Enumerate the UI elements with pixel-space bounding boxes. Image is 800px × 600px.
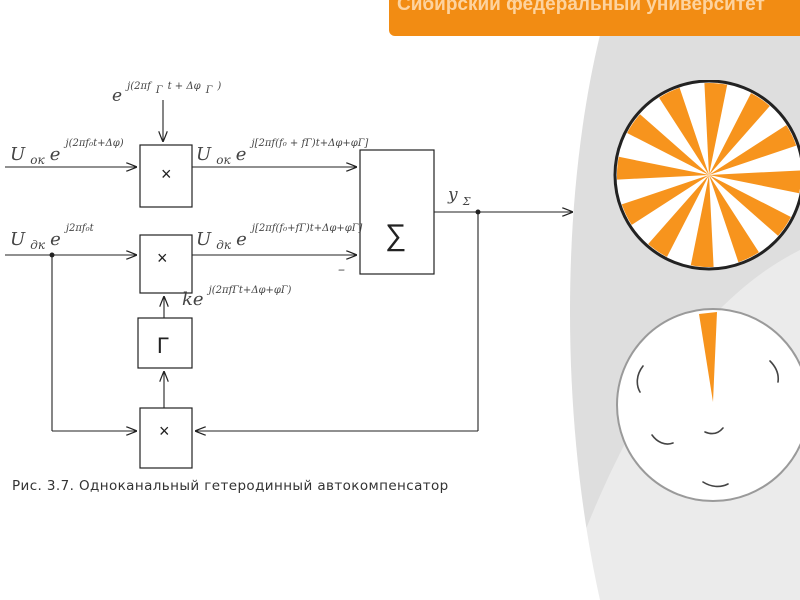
sun-ray bbox=[659, 87, 709, 175]
minus-sign: – bbox=[338, 262, 345, 278]
figure-caption: Рис. 3.7. Одноканальный гетеродинный авт… bbox=[12, 478, 449, 494]
university-header-bar: Сибирский федеральный университет bbox=[389, 0, 800, 36]
sun-ray bbox=[709, 170, 800, 194]
mixer-middle-symbol: × bbox=[157, 248, 168, 268]
sun-ray bbox=[616, 156, 709, 180]
decorative-wheels bbox=[613, 80, 800, 502]
heterodyne-symbol: Γ bbox=[157, 333, 169, 358]
mixer-top-symbol: × bbox=[161, 164, 172, 184]
junction-output bbox=[475, 209, 481, 215]
sun-wheel-icon bbox=[613, 80, 800, 271]
sun-ray bbox=[627, 114, 709, 175]
heterodyne-block bbox=[137, 317, 193, 369]
summator-symbol: ∑ bbox=[385, 219, 406, 252]
mixer-bottom-block bbox=[139, 407, 193, 469]
mixer-middle-block bbox=[139, 234, 193, 294]
comp-mix-label: U дк e j[2πf(f₀+fГ)t+Δφ+φГ] bbox=[196, 223, 362, 253]
mixer-top-block bbox=[139, 144, 193, 208]
heterodyne-output-label: ke j(2πfГt+Δφ+φГ) bbox=[182, 285, 292, 310]
sun-ray bbox=[690, 175, 714, 268]
sun-ray bbox=[709, 175, 791, 236]
sun-ray bbox=[621, 175, 709, 225]
main-mix-label: U ок e j[2πf(f₀ + fГ)t+Δφ+φГ] bbox=[196, 138, 368, 168]
junction-comp bbox=[49, 252, 55, 258]
clock-wheel-icon bbox=[616, 308, 800, 502]
output-label: y Σ bbox=[447, 185, 471, 208]
main-input-label: U ок e j(2πf₀t+Δφ) bbox=[10, 138, 124, 168]
sun-ray bbox=[709, 93, 770, 175]
summator-block bbox=[359, 149, 435, 275]
comp-input-label: U дк e j2πf₀t bbox=[10, 223, 95, 253]
university-name: Сибирский федеральный университет bbox=[397, 0, 765, 15]
sun-ray bbox=[648, 175, 709, 257]
sun-ray bbox=[709, 125, 797, 175]
sun-ray bbox=[709, 175, 759, 263]
sun-ray bbox=[704, 82, 728, 175]
mixer-bottom-symbol: × bbox=[159, 421, 170, 441]
block-diagram: × × Γ × ∑ e j(2πf Г bbox=[5, 74, 600, 469]
heterodyne-signal-label: e j(2πf Г t + Δφ Г ) bbox=[112, 74, 221, 106]
